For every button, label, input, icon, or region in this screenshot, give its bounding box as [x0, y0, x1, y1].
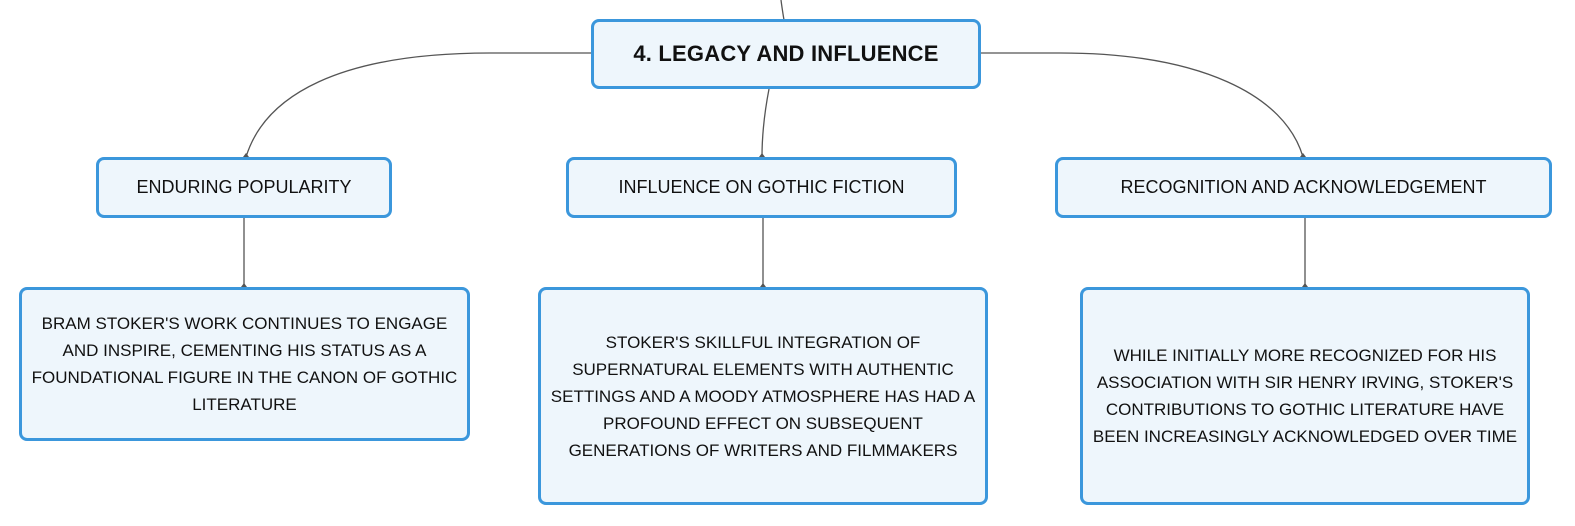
arrowhead-recognition — [1300, 153, 1306, 157]
connector-root-to-recognition — [981, 52, 1304, 158]
root-topic-node[interactable]: 4. LEGACY AND INFLUENCE — [591, 19, 981, 89]
subtopic-recognition-and-acknowledgement[interactable]: RECOGNITION AND ACKNOWLEDGEMENT — [1055, 157, 1552, 218]
subtopic-enduring-popularity[interactable]: ENDURING POPULARITY — [96, 157, 392, 218]
arrowhead-enduring-popularity — [243, 153, 249, 157]
connector-root-to-gothic-fiction — [761, 88, 770, 158]
arrowhead-gothic-fiction — [759, 153, 765, 157]
detail-influence-on-gothic-fiction[interactable]: STOKER'S SKILLFUL INTEGRATION OF SUPERNA… — [538, 287, 988, 505]
connector-root-to-enduring-popularity — [245, 52, 591, 158]
root-topic-label: 4. LEGACY AND INFLUENCE — [633, 41, 939, 66]
detail-text: WHILE INITIALLY MORE RECOGNIZED FOR HIS … — [1092, 346, 1518, 446]
subtopic-influence-on-gothic-fiction[interactable]: INFLUENCE ON GOTHIC FICTION — [566, 157, 957, 218]
connector-parent-to-root — [780, 0, 785, 21]
arrowhead-gothic-detail — [760, 283, 766, 287]
detail-enduring-popularity[interactable]: BRAM STOKER'S WORK CONTINUES TO ENGAGE A… — [19, 287, 470, 441]
subtopic-label: INFLUENCE ON GOTHIC FICTION — [618, 177, 905, 197]
arrowhead-enduring-detail — [241, 283, 247, 287]
detail-text: BRAM STOKER'S WORK CONTINUES TO ENGAGE A… — [31, 314, 458, 414]
subtopic-label: RECOGNITION AND ACKNOWLEDGEMENT — [1120, 177, 1487, 197]
subtopic-label: ENDURING POPULARITY — [136, 177, 352, 197]
detail-recognition-and-acknowledgement[interactable]: WHILE INITIALLY MORE RECOGNIZED FOR HIS … — [1080, 287, 1530, 505]
detail-text: STOKER'S SKILLFUL INTEGRATION OF SUPERNA… — [550, 332, 976, 460]
arrowhead-recognition-detail — [1302, 283, 1308, 287]
